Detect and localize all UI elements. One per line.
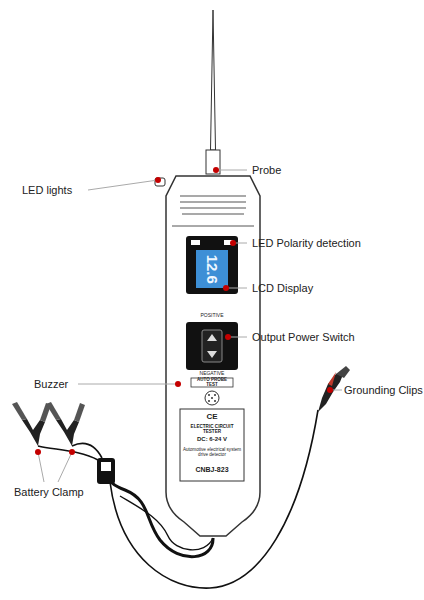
leader-lines xyxy=(38,170,342,482)
spec-plate xyxy=(180,409,244,481)
callout-label: LCD Display xyxy=(252,282,372,294)
buzzer-grill xyxy=(205,391,219,405)
callout-label: Probe xyxy=(252,164,372,176)
model-number: CNBJ-823 xyxy=(182,466,242,474)
leader-dots xyxy=(35,167,333,455)
clamp-wire xyxy=(38,446,98,460)
lcd-screen xyxy=(196,250,228,288)
callout-label: Battery Clamp xyxy=(14,486,124,498)
lcd-reading: 12.6 xyxy=(204,253,221,285)
switch-marking: NEGATIVE xyxy=(186,371,238,377)
plate-text: DC: 6-24 V xyxy=(182,436,242,443)
plug-window xyxy=(101,462,111,471)
probe-needle xyxy=(211,10,216,150)
probe-collar xyxy=(206,150,220,174)
callout-label: LED lights xyxy=(22,184,88,196)
callout-label: Output Power Switch xyxy=(252,331,420,343)
buzzer-holes xyxy=(208,394,216,402)
rocker-switch xyxy=(202,330,222,362)
switch-arrows xyxy=(207,334,217,358)
switch-marking: POSITIVE xyxy=(186,313,238,319)
body-seam xyxy=(172,226,254,227)
led-light xyxy=(155,178,165,186)
battery-clamp xyxy=(12,402,51,446)
head-vents xyxy=(180,196,246,214)
callout-label: Grounding Clips xyxy=(344,384,424,396)
cable-plug xyxy=(97,458,115,484)
plate-text: ELECTRIC CIRCUIT TESTER xyxy=(182,424,242,434)
polarity-led xyxy=(191,240,200,245)
lcd-bezel xyxy=(186,236,238,294)
battery-clamp xyxy=(46,402,85,446)
plate-text: Automotive electrical system drive detec… xyxy=(182,447,242,457)
clamp-wire xyxy=(72,443,102,458)
callout-label: Buzzer xyxy=(34,378,78,390)
tester-body xyxy=(166,176,260,536)
auto-test-box xyxy=(191,378,233,387)
switch-panel xyxy=(186,322,238,370)
callout-label: LED Polarity detection xyxy=(252,237,420,249)
ce-mark: CE xyxy=(182,413,242,422)
mode-marking: AUTO PROBE TEST xyxy=(191,378,233,388)
